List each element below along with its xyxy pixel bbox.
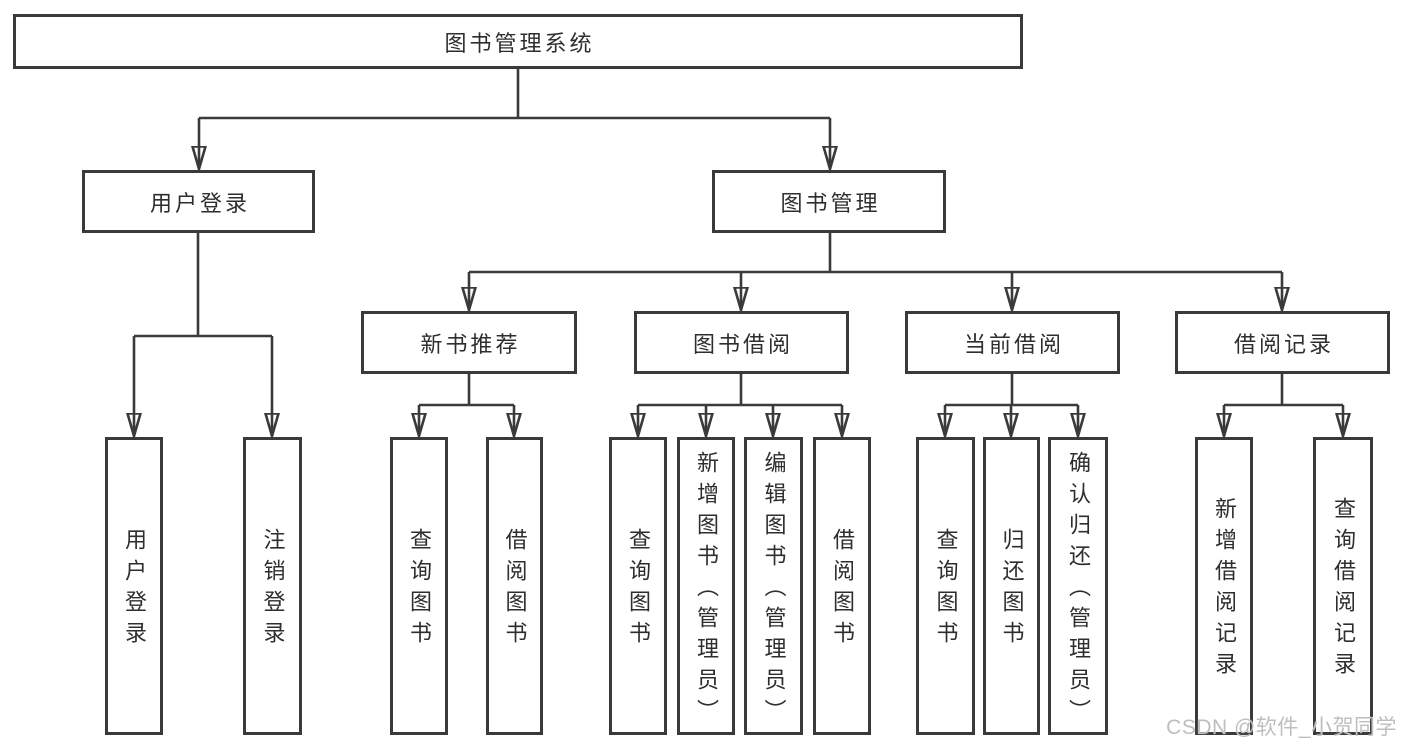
leaf-confirm-return-admin-label: 确认归还（管理员） [1066,450,1091,730]
leaf-query-books-borrow-label: 查询图书 [626,528,651,652]
node-root: 图书管理系统 [13,14,1023,69]
connector-user-login-to-leaves [134,233,272,436]
connector-book-management-to-sections [469,233,1282,310]
leaf-add-books-admin: 新增图书（管理员） [677,437,735,735]
node-borrowing-records-label: 借阅记录 [1233,331,1334,357]
leaf-query-books-current-label: 查询图书 [933,528,959,652]
node-root-label: 图书管理系统 [444,30,595,56]
leaf-confirm-return-admin: 确认归还（管理员） [1048,437,1108,735]
leaf-return-books-label: 归还图书 [999,528,1025,652]
node-user-login: 用户登录 [82,170,315,233]
leaf-query-books-recommend-label: 查询图书 [407,528,432,652]
watermark: CSDN @软件_小贺同学 [1166,716,1397,739]
leaf-query-books-current: 查询图书 [916,437,975,735]
node-current-borrowing-label: 当前借阅 [963,331,1064,357]
leaf-logout-label: 注销登录 [260,528,286,652]
connector-book-borrowing-to-leaves [638,374,842,436]
leaf-borrow-books-borrow: 借阅图书 [813,437,871,735]
node-book-borrowing: 图书借阅 [634,311,849,374]
leaf-query-books-recommend: 查询图书 [390,437,448,735]
leaf-add-borrow-record-label: 新增借阅记录 [1212,497,1237,683]
connector-borrowing-records-to-leaves [1224,374,1343,436]
node-current-borrowing: 当前借阅 [905,311,1120,374]
leaf-borrow-books-recommend-label: 借阅图书 [502,528,528,652]
leaf-borrow-books-borrow-label: 借阅图书 [830,528,855,652]
connector-new-book-recommendation-to-leaves [419,374,514,436]
leaf-add-books-admin-label: 新增图书（管理员） [694,450,719,730]
leaf-user-login: 用户登录 [105,437,163,735]
leaf-edit-books-admin-label: 编辑图书（管理员） [761,450,787,730]
node-book-management-label: 图书管理 [780,190,881,216]
node-borrowing-records: 借阅记录 [1175,311,1390,374]
leaf-query-books-borrow: 查询图书 [609,437,667,735]
leaf-borrow-books-recommend: 借阅图书 [486,437,543,735]
node-user-login-label: 用户登录 [149,190,250,216]
leaf-add-borrow-record: 新增借阅记录 [1195,437,1253,735]
node-book-management: 图书管理 [712,170,946,233]
connector-current-borrowing-to-leaves [945,374,1078,436]
leaf-edit-books-admin: 编辑图书（管理员） [744,437,803,735]
leaf-query-borrow-record: 查询借阅记录 [1313,437,1373,735]
node-book-borrowing-label: 图书借阅 [692,331,793,357]
connector-root-to-level2 [199,69,830,169]
leaf-query-borrow-record-label: 查询借阅记录 [1331,497,1356,683]
leaf-user-login-label: 用户登录 [122,528,147,652]
node-new-book-recommendation: 新书推荐 [361,311,577,374]
node-new-book-recommendation-label: 新书推荐 [420,331,521,357]
leaf-logout: 注销登录 [243,437,302,735]
leaf-return-books: 归还图书 [983,437,1040,735]
